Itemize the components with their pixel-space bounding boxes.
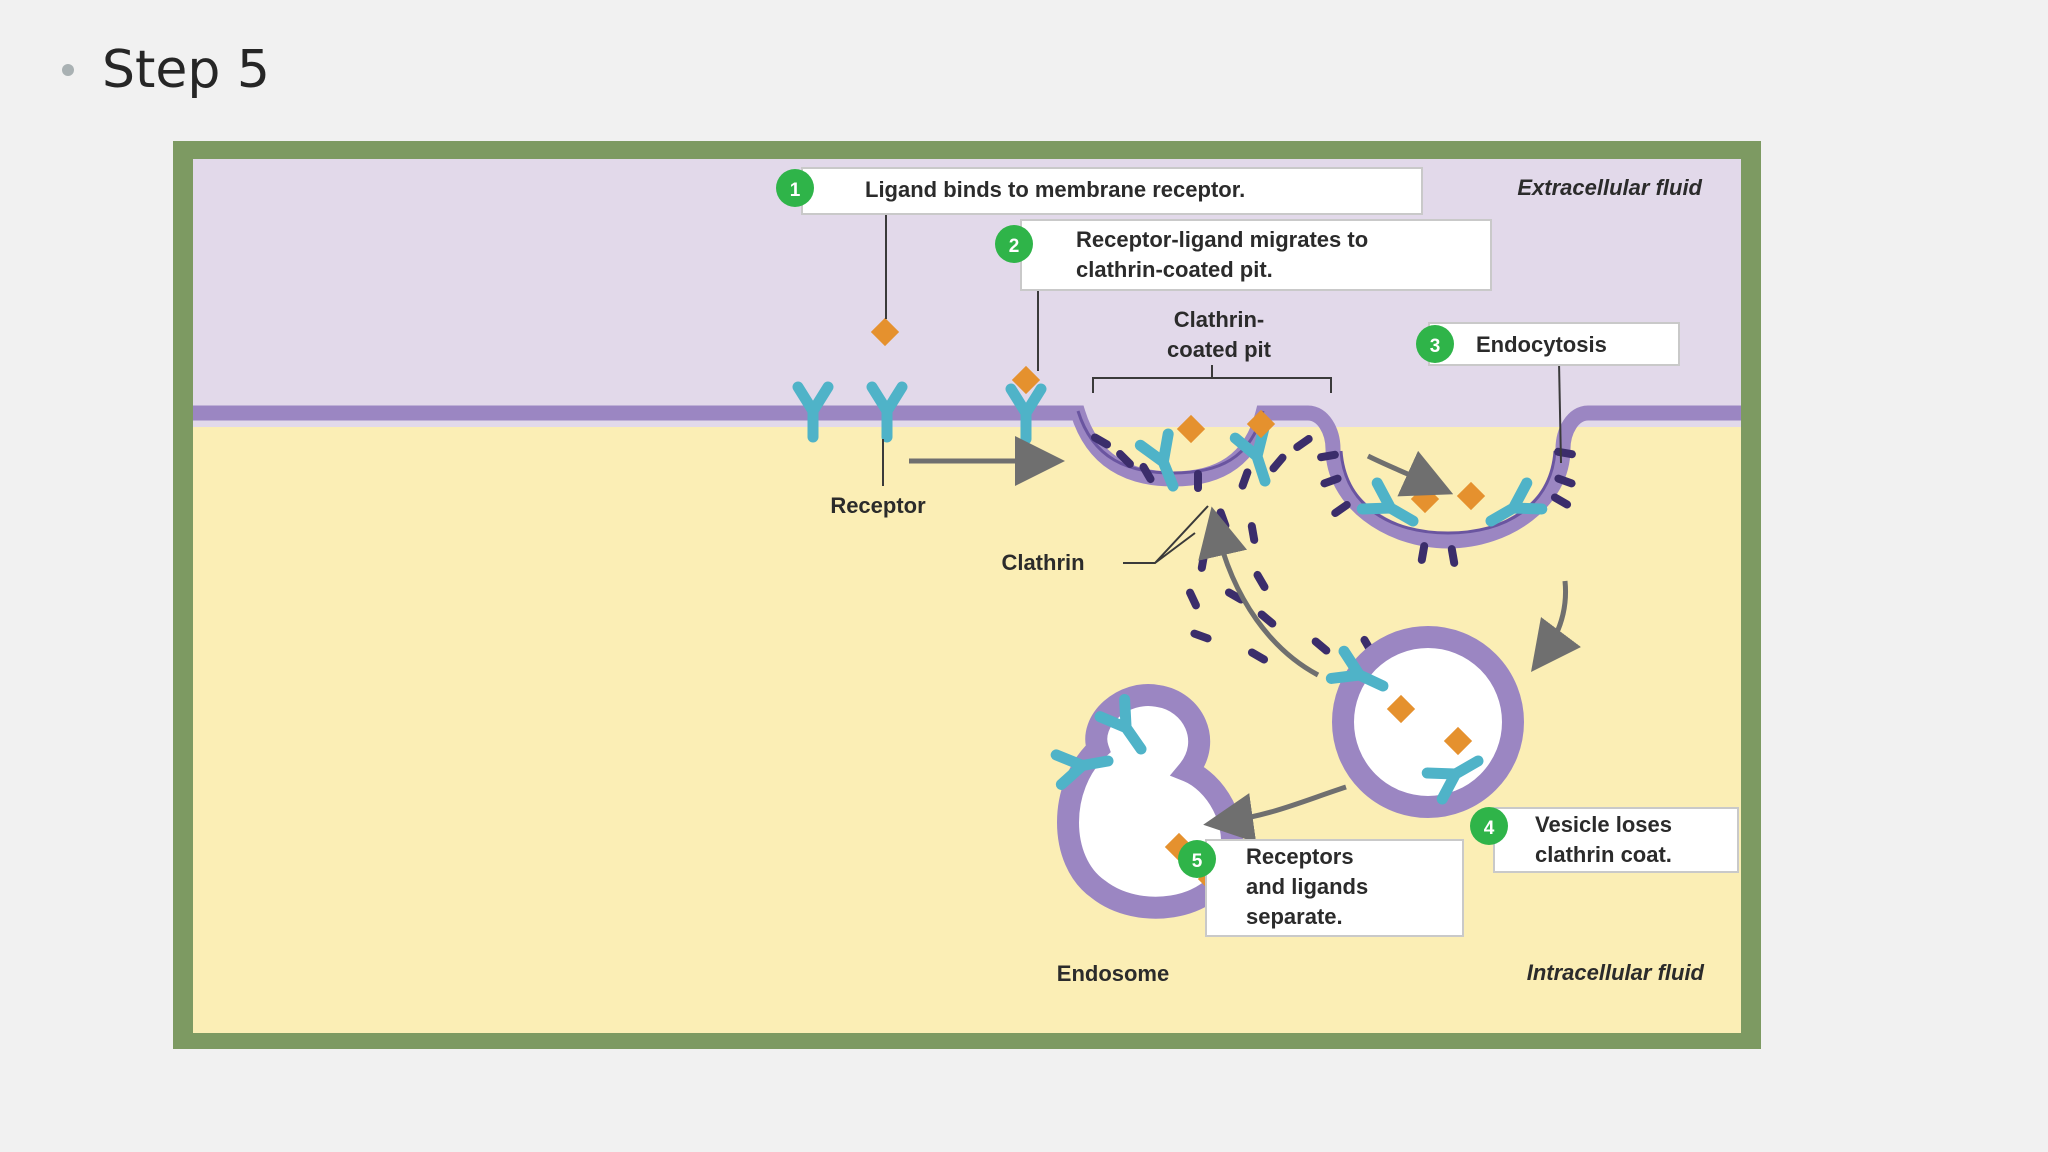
step-1-text: Ligand binds to membrane receptor. — [865, 177, 1245, 202]
step-5-callout: 5 Receptors and ligands separate. — [1178, 839, 1464, 937]
step-1-number: 1 — [790, 180, 801, 201]
step-1-badge — [776, 169, 814, 207]
step-1-callout: 1 Ligand binds to membrane receptor. — [776, 167, 1423, 215]
endocytosis-diagram: Extracellular fluid Intracellular fluid … — [173, 141, 1761, 1049]
step-5-box — [1205, 839, 1464, 937]
arrow-to-endosome — [1203, 784, 1347, 843]
step-2-badge — [995, 225, 1033, 263]
extracellular-label: Extracellular fluid — [1517, 175, 1702, 200]
pit-label-line2: coated pit — [1167, 337, 1272, 362]
step-5-badge — [1178, 840, 1216, 878]
step-1-box — [801, 167, 1423, 215]
step-4-callout: 4 Vesicle loses clathrin coat. — [1470, 807, 1739, 873]
pathway-arrows — [909, 436, 1581, 843]
arrow-to-endocytosis — [1366, 450, 1454, 497]
step-5-text-line1: Receptors — [1246, 844, 1354, 869]
step-3-box — [1428, 322, 1680, 366]
step-3-number: 3 — [1430, 336, 1441, 357]
slide-title: Step 5 — [102, 40, 271, 100]
pit-label-line1: Clathrin- — [1174, 307, 1264, 332]
step-3-badge — [1416, 325, 1454, 363]
pit-bracket — [1092, 365, 1332, 393]
step-5-text-line3: separate. — [1246, 904, 1343, 929]
step-5-text-line2: and ligands — [1246, 874, 1368, 899]
step-2-number: 2 — [1009, 236, 1020, 257]
endocytosis-vesicle — [1339, 450, 1557, 535]
uncoated-vesicle — [1332, 626, 1524, 818]
arrow-clathrin-recycle — [1198, 506, 1320, 678]
bullet-icon — [62, 64, 74, 76]
step-2-text-line1: Receptor-ligand migrates to — [1076, 227, 1368, 252]
step-4-text-line1: Vesicle loses — [1535, 812, 1672, 837]
step-5-number: 5 — [1192, 851, 1203, 872]
step-4-box — [1493, 807, 1739, 873]
endosome-label: Endosome — [1057, 961, 1169, 986]
receptor-label: Receptor — [830, 493, 926, 518]
step-2-callout: 2 Receptor-ligand migrates to clathrin-c… — [995, 219, 1492, 291]
leader-lines — [882, 214, 1562, 936]
step-4-badge — [1470, 807, 1508, 845]
slide-bullet-row: Step 5 — [62, 38, 270, 102]
step-4-number: 4 — [1484, 818, 1495, 839]
step-4-text-line2: clathrin coat. — [1535, 842, 1672, 867]
clathrin-label: Clathrin — [1001, 550, 1084, 575]
step-3-text: Endocytosis — [1476, 332, 1607, 357]
step-3-callout: 3 Endocytosis — [1416, 322, 1680, 366]
arrow-to-vesicle — [1531, 580, 1581, 673]
step-2-text-line2: clathrin-coated pit. — [1076, 257, 1273, 282]
intracellular-label: Intracellular fluid — [1527, 960, 1705, 985]
